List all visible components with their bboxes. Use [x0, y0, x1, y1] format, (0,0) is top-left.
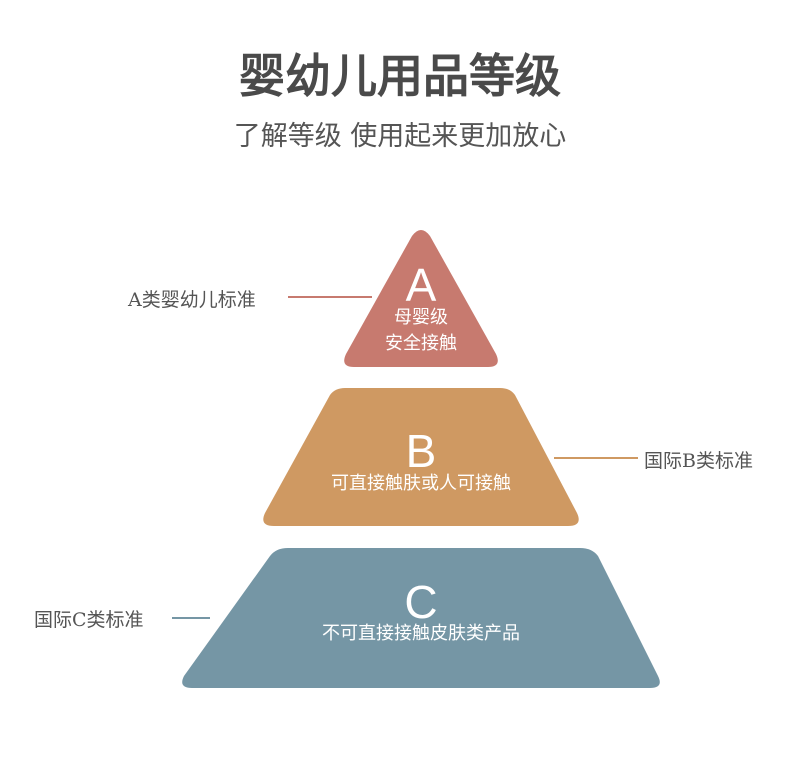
tier-c-standard-label: 国际C类标准: [34, 609, 144, 631]
tier-a-connector-line: [288, 296, 372, 298]
tier-c-shape: [182, 548, 660, 688]
tier-a-standard-label: A类婴幼儿标准: [128, 289, 256, 311]
tier-b-standard-label: 国际B类标准: [644, 450, 753, 472]
tier-c-connector-line: [172, 617, 210, 619]
tier-b-connector-line: [554, 457, 638, 459]
page-title: 婴幼儿用品等级: [239, 49, 561, 103]
tier-b-shape: [263, 388, 579, 526]
tier-b-letter: B: [405, 425, 437, 477]
tier-c-letter: C: [404, 576, 438, 628]
tier-c-desc: 不可直接接触皮肤类产品: [322, 623, 520, 644]
page-subtitle: 了解等级 使用起来更加放心: [233, 121, 567, 152]
tier-a-desc-line2: 安全接触: [385, 333, 457, 354]
tier-b-desc: 可直接触肤或人可接触: [331, 473, 511, 494]
tier-a-shape: [344, 230, 498, 367]
tier-a-letter: A: [405, 259, 437, 311]
tier-a-desc-line1: 母婴级: [394, 307, 448, 328]
